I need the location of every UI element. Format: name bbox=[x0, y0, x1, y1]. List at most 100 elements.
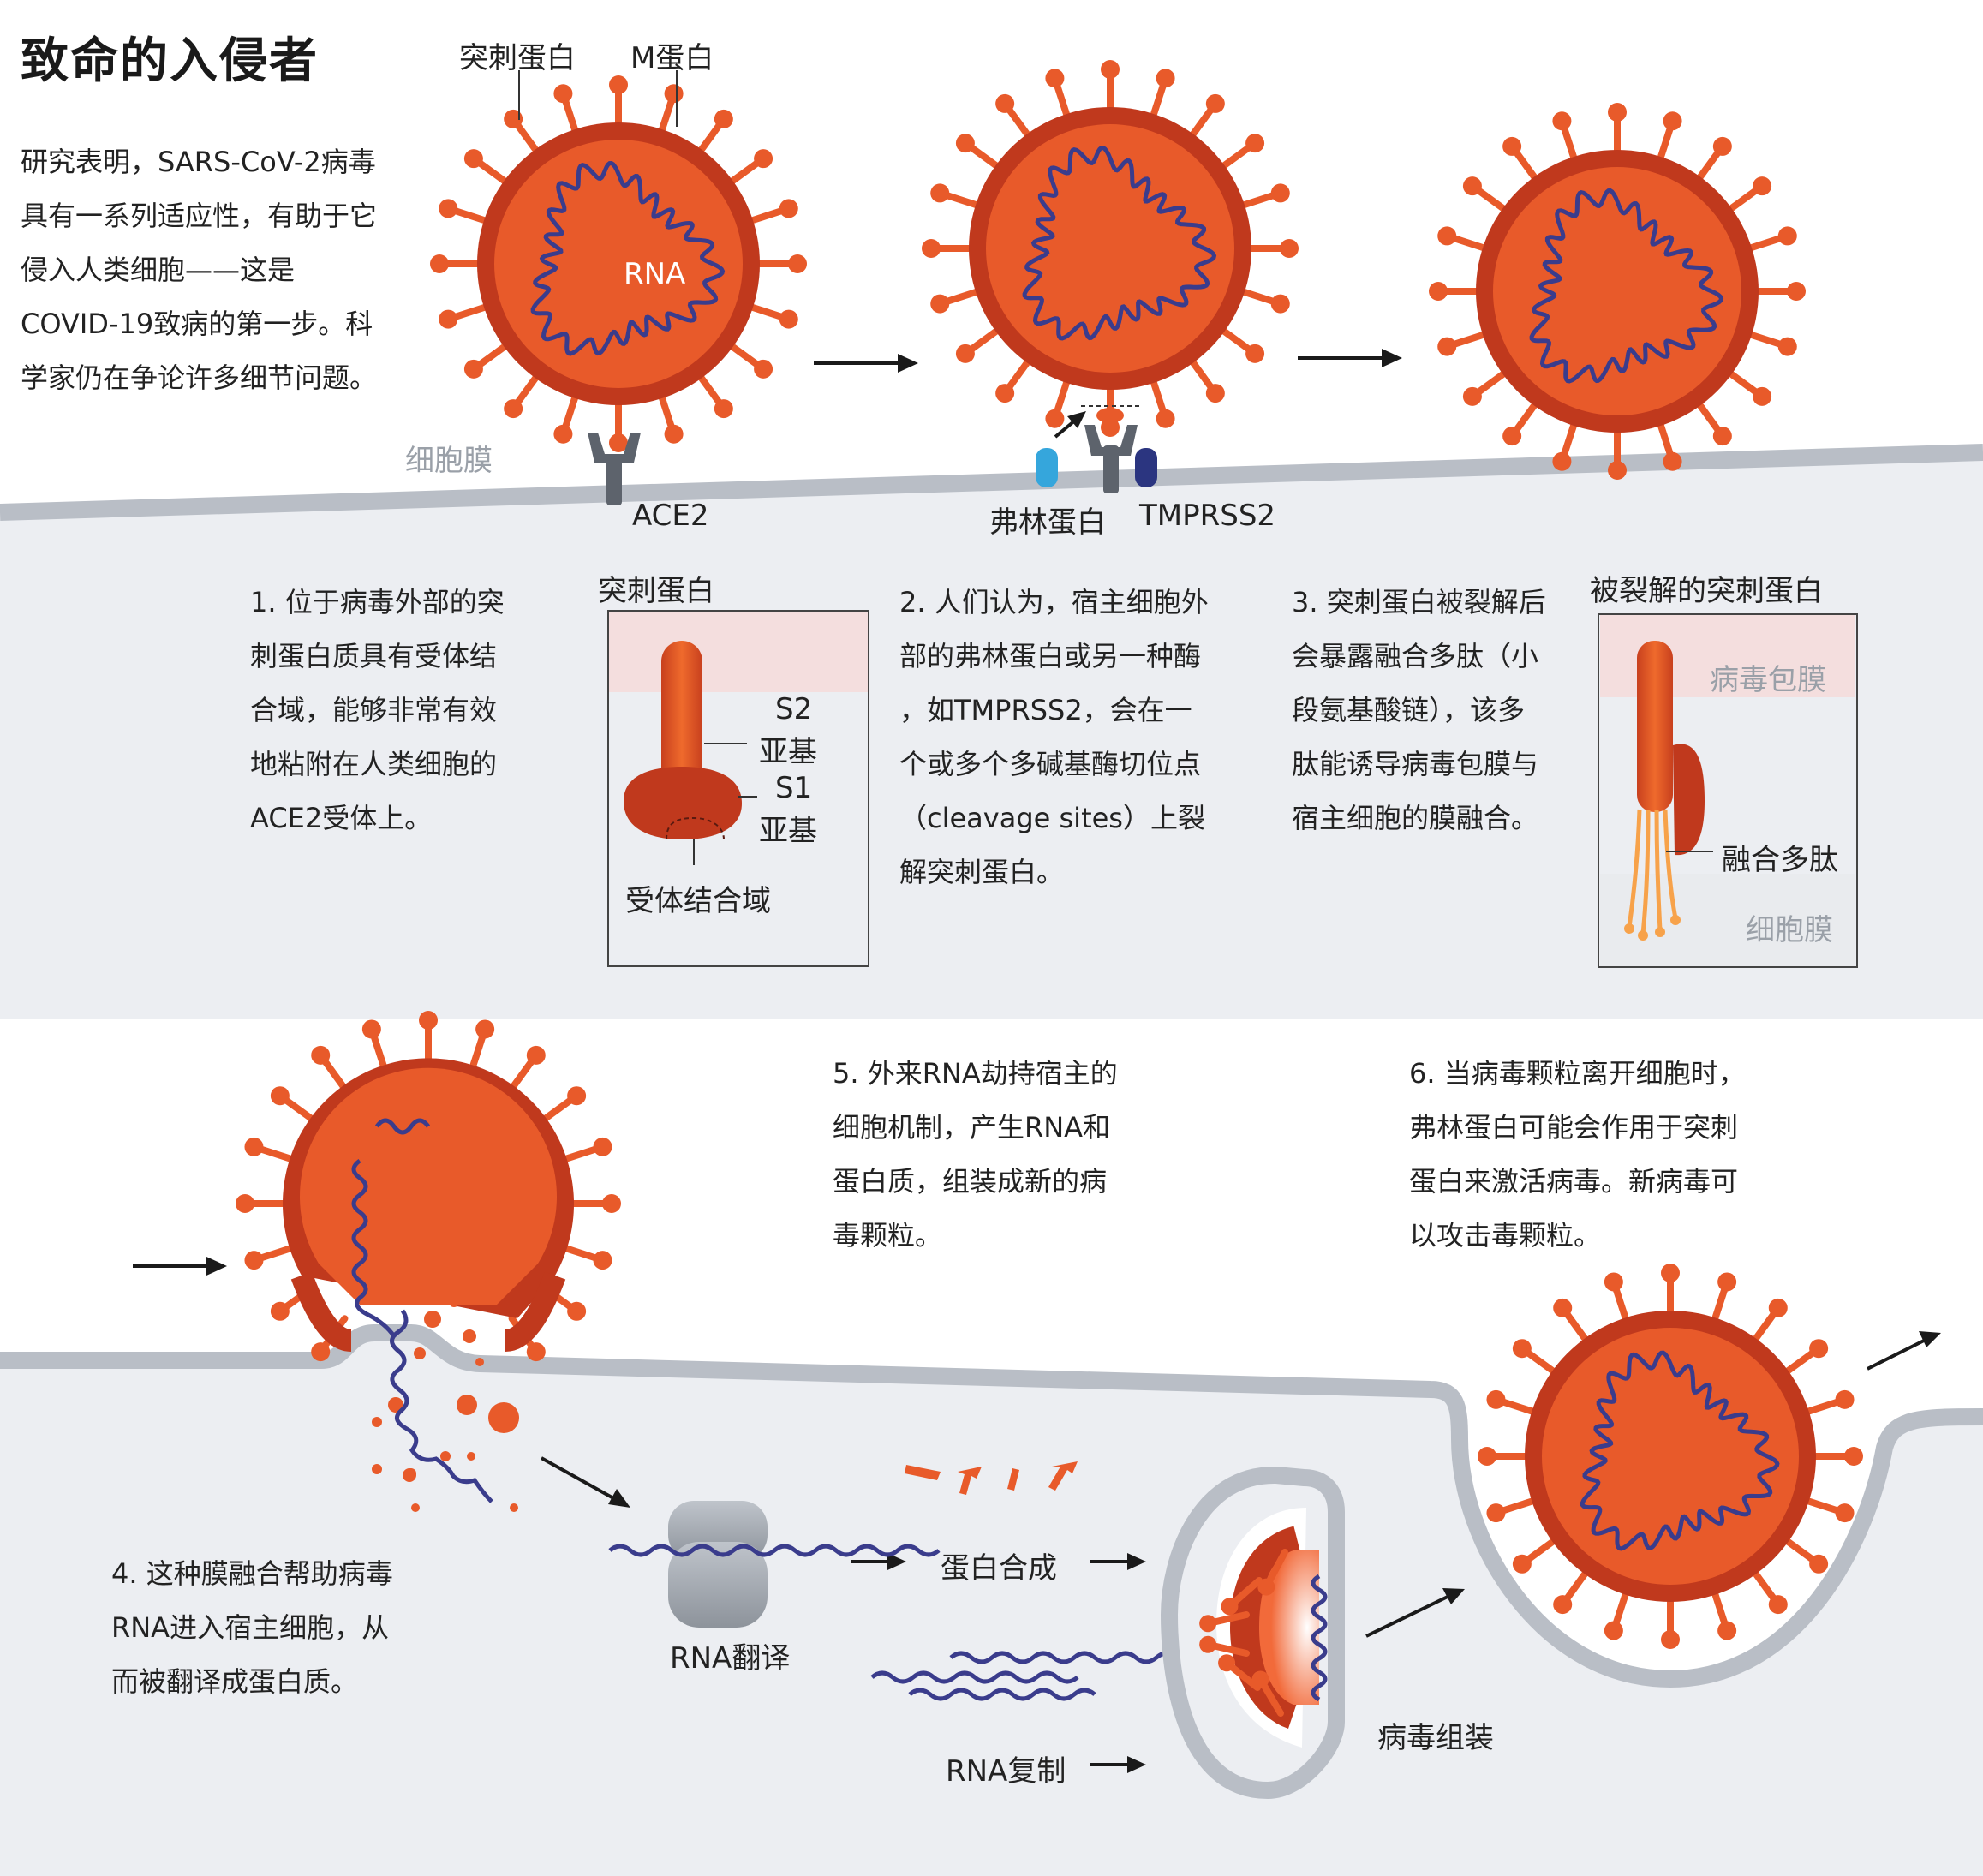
virus-activated-body bbox=[1493, 167, 1741, 415]
spike-head bbox=[754, 149, 773, 169]
spike-head bbox=[995, 384, 1015, 403]
spike-head bbox=[754, 359, 773, 379]
spike-head bbox=[1552, 111, 1572, 131]
furin-protein bbox=[1036, 448, 1058, 487]
virus-activated-rna bbox=[1529, 188, 1724, 384]
spike-head bbox=[1205, 93, 1225, 113]
spike-head bbox=[463, 149, 483, 169]
upper-cell-membrane bbox=[0, 444, 1983, 521]
spike-head bbox=[1835, 1503, 1855, 1523]
upper-cell-cytoplasm bbox=[0, 452, 1983, 1019]
assembly-spike-head bbox=[1199, 1635, 1217, 1653]
mrna-strand bbox=[608, 1544, 941, 1557]
step2-text: 2. 人们认为，宿主细胞外 部的弗林蛋白或另一种酶 ，如TMPRSS2，会在一 … bbox=[899, 586, 1209, 888]
leader-lines bbox=[518, 70, 678, 127]
assembly-compartment bbox=[1160, 1466, 1345, 1800]
tmprss2-protein bbox=[1135, 448, 1157, 487]
spike-s2-sub-label: 亚基 bbox=[759, 735, 817, 769]
label-tmprss2: TMPRSS2 bbox=[1139, 499, 1276, 533]
spike-panel-art bbox=[609, 612, 868, 865]
ace2-receptor bbox=[588, 433, 641, 505]
spike-head bbox=[1777, 226, 1797, 246]
spike-head bbox=[1753, 386, 1772, 406]
spike-head bbox=[567, 1086, 587, 1106]
spike-head bbox=[995, 93, 1015, 113]
label-ace2: ACE2 bbox=[632, 499, 709, 533]
furin-site bbox=[1036, 405, 1157, 493]
spike-head bbox=[955, 134, 975, 153]
spike-head bbox=[1663, 451, 1682, 471]
fusion-rim-left bbox=[290, 1271, 353, 1352]
spike-head bbox=[1270, 183, 1290, 203]
spike-head bbox=[311, 1342, 331, 1362]
cleaved-panel-title: 被裂解的突刺蛋白 bbox=[1590, 574, 1823, 608]
page-title: 致命的入侵者 bbox=[21, 33, 319, 89]
spike-head bbox=[463, 359, 483, 379]
spike-head bbox=[1502, 427, 1522, 446]
spike-head bbox=[361, 1019, 381, 1039]
step3-text: 3. 突刺蛋白被裂解后 会暴露融合多肽（小 段氨基酸链），该多 肽能诱导病毒包膜… bbox=[1292, 586, 1546, 834]
spike-head bbox=[1156, 409, 1175, 428]
spike-s1-label: S1 bbox=[775, 771, 813, 805]
spike-head bbox=[1753, 176, 1772, 196]
spike-head bbox=[1478, 1447, 1496, 1466]
step6-text: 6. 当病毒颗粒离开细胞时， 弗林蛋白可能会作用于突刺 蛋白来激活病毒。新病毒可… bbox=[1409, 1057, 1746, 1252]
virus-activated-spikes bbox=[1429, 103, 1806, 480]
virus-released bbox=[1478, 1264, 1863, 1649]
spike-s1-sub-label: 亚基 bbox=[759, 814, 817, 848]
spike-head bbox=[1101, 418, 1120, 437]
spike-head bbox=[609, 433, 628, 452]
intro-text: 研究表明，SARS-CoV-2病毒 具有一系列适应性，有助于它 侵入人类细胞——… bbox=[21, 146, 378, 394]
spike-head bbox=[779, 309, 798, 329]
spike-head bbox=[1604, 1272, 1623, 1292]
fusion-rim-right bbox=[504, 1271, 566, 1352]
spike-head bbox=[788, 254, 807, 273]
spike-head bbox=[779, 199, 798, 218]
spike-head bbox=[526, 1045, 546, 1065]
assembly-spike-head bbox=[1199, 1615, 1217, 1633]
cleaved-envelope-label: 病毒包膜 bbox=[1710, 663, 1826, 697]
spike-head bbox=[504, 399, 523, 419]
spike-head bbox=[1717, 1272, 1737, 1292]
lower-cell-membrane bbox=[0, 1324, 1983, 1688]
cleaved-fusion-label: 融合多肽 bbox=[1722, 843, 1838, 877]
spike-head bbox=[553, 424, 573, 444]
spike-head bbox=[419, 1011, 438, 1030]
spike-head bbox=[567, 1301, 587, 1321]
virus-cleavage bbox=[922, 60, 1299, 437]
spike-head bbox=[714, 109, 733, 128]
spike-rbd-label: 受体结合域 bbox=[625, 884, 771, 918]
spike-head bbox=[1502, 136, 1522, 156]
label-rna-replication: RNA复制 bbox=[946, 1754, 1066, 1789]
spike-head bbox=[664, 84, 684, 104]
spike-head bbox=[714, 399, 733, 419]
released-rna bbox=[390, 1309, 493, 1503]
label-rna-translation: RNA翻译 bbox=[670, 1641, 791, 1676]
spike-head bbox=[1712, 136, 1732, 156]
spike-head bbox=[1661, 1264, 1680, 1282]
lower-cell-cytoplasm bbox=[0, 1333, 1983, 1876]
spike-head bbox=[1156, 69, 1175, 88]
spike-head bbox=[1280, 239, 1299, 258]
spike-head bbox=[311, 1045, 331, 1065]
spike-head bbox=[270, 1086, 290, 1106]
spike-head bbox=[1604, 1621, 1623, 1640]
spike-head bbox=[1809, 1339, 1829, 1359]
spike-head bbox=[1608, 103, 1627, 122]
spike-head bbox=[1608, 461, 1627, 480]
label-protein-synthesis: 蛋白合成 bbox=[941, 1551, 1057, 1586]
spike-head bbox=[1437, 337, 1457, 356]
spike-head bbox=[1045, 409, 1065, 428]
spike-head bbox=[1787, 282, 1806, 301]
virus-fusing bbox=[236, 1011, 621, 1362]
spike-head bbox=[1512, 1339, 1532, 1359]
step5-text: 5. 外来RNA劫持宿主的 细胞机制，产生RNA和 蛋白质，组装成新的病 毒颗粒… bbox=[833, 1057, 1118, 1252]
spike-head bbox=[1661, 1630, 1680, 1649]
spike-head bbox=[955, 344, 975, 363]
spike-head bbox=[244, 1251, 264, 1270]
cleaved-panel-art bbox=[1600, 615, 1855, 966]
replicated-rna bbox=[870, 1651, 1179, 1701]
spike-head bbox=[593, 1251, 612, 1270]
spike-head bbox=[475, 1019, 495, 1039]
